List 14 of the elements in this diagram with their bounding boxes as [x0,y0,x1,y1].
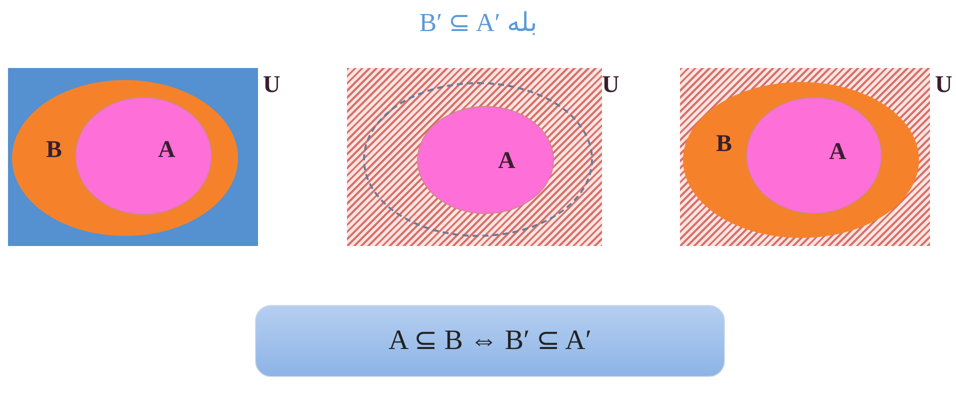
universe-label: U [602,73,620,97]
set-label: B [46,138,62,162]
set-label: A [829,140,846,164]
formula-box [255,305,725,377]
universe-label: U [935,73,952,97]
set-ellipse [683,82,919,238]
set-outline [363,82,593,237]
formula-text: A ⊆ B ⇔ B′ ⊆ A′ [388,327,592,355]
set-label: A [158,138,176,162]
set-label: A [498,149,516,173]
set-ellipse [417,106,554,214]
universe-label: U [263,73,280,97]
set-label: B [716,132,732,156]
title: B′ ⊆ A′ بله [419,10,537,36]
